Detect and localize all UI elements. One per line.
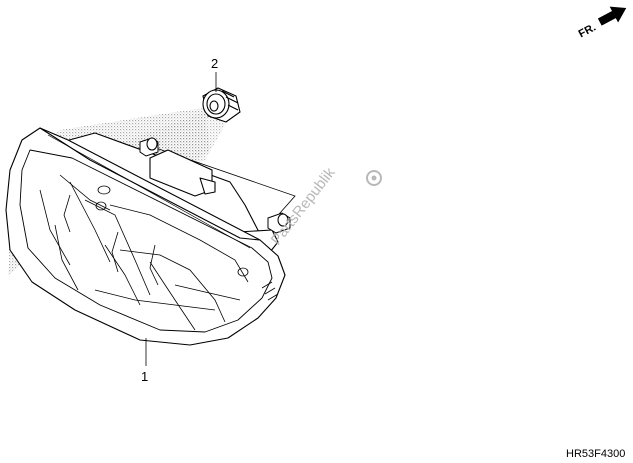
watermark: PartsRepublik (268, 164, 382, 248)
mounting-stud-upper (139, 137, 159, 157)
gear-icon (366, 170, 382, 186)
arrow-right-icon (597, 6, 627, 26)
callout-2-number: 2 (211, 56, 218, 71)
callout-1: 1 (141, 338, 148, 384)
front-direction-indicator: FR. (577, 6, 627, 40)
callout-1-number: 1 (141, 369, 148, 384)
callout-2: 2 (211, 56, 218, 92)
drawing-code: HR53F4300 (566, 448, 625, 460)
rubber-grommet (202, 87, 241, 123)
lens-reflector-detail (39, 174, 279, 331)
mounting-stud-lower (267, 212, 291, 234)
taillight-assembly (5, 127, 286, 346)
watermark-text: PartsRepublik (268, 164, 339, 248)
direction-label: FR. (577, 21, 598, 40)
